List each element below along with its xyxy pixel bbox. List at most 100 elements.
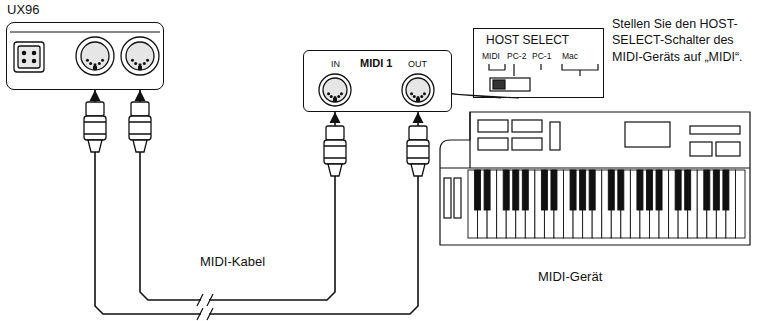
din-pins-part xyxy=(94,63,97,66)
din-port-part xyxy=(406,78,430,102)
din-port-part xyxy=(126,42,154,70)
midi-device: MIDI-Gerät xyxy=(438,112,752,246)
switch-position-label: MIDI xyxy=(482,52,500,62)
midi-plug-part xyxy=(411,164,425,176)
din-pins-part xyxy=(143,62,146,65)
cable-label: MIDI-Kabel xyxy=(198,254,267,269)
keyboard-keys-part xyxy=(646,170,652,210)
keyboard-part xyxy=(440,112,750,245)
din-pins-part xyxy=(413,95,416,98)
interface-box: UX96 xyxy=(6,22,164,90)
din-port-part xyxy=(76,37,114,75)
din-pins-part xyxy=(89,62,92,65)
keyboard-part xyxy=(478,120,508,132)
switch-position-label: PC-1 xyxy=(532,52,551,62)
midi-plug-part xyxy=(84,122,106,134)
midi-plug-part xyxy=(88,140,102,152)
mini-din-port xyxy=(14,42,44,72)
din-pins-part xyxy=(420,95,423,98)
keyboard-keys-part xyxy=(589,170,595,210)
keyboard xyxy=(440,112,750,245)
mini-din-port-part xyxy=(22,59,25,62)
keyboard-keys-part xyxy=(608,170,614,210)
node-heading: UX96 xyxy=(7,3,40,18)
keyboard-keys-part xyxy=(484,170,490,210)
din-pins-part xyxy=(93,66,97,70)
keyboard-part xyxy=(512,120,542,132)
mini-din-port-part xyxy=(18,46,40,68)
midi-cable xyxy=(95,90,418,314)
keyboard-keys-part xyxy=(570,170,576,210)
din-pins-part xyxy=(333,98,337,102)
mini-din-port-part xyxy=(32,59,35,62)
midi-plug-part xyxy=(326,126,344,140)
midi-port-panel: IN MIDI 1 OUT xyxy=(303,50,452,112)
switch-position-label: OUT xyxy=(408,59,427,69)
midi-plug-part xyxy=(407,146,429,158)
din-port-part xyxy=(81,42,109,70)
keyboard-keys-part xyxy=(522,170,528,210)
node-heading: IN xyxy=(331,59,340,69)
midi-plug-part xyxy=(129,122,151,134)
keyboard-keys-part xyxy=(675,170,681,210)
din-port xyxy=(76,37,434,106)
din-pins-part xyxy=(138,66,142,70)
ux96-top-band xyxy=(10,31,160,32)
din-pins-part xyxy=(416,98,420,102)
din-pins-part xyxy=(131,59,134,62)
din-pins-part xyxy=(86,59,89,62)
midi-plug-part xyxy=(86,102,104,116)
din-pins-part xyxy=(337,95,340,98)
midi-cable xyxy=(140,90,335,300)
keyboard-part xyxy=(454,178,461,218)
host-select-switch-part xyxy=(489,64,598,76)
midi-plug-part xyxy=(84,116,106,140)
keyboard-part xyxy=(440,112,750,168)
keyboard-keys-part xyxy=(685,170,691,210)
din-pins-part xyxy=(423,92,426,95)
midi-plug-part xyxy=(133,140,147,152)
midi-plug-part xyxy=(131,102,149,116)
keyboard-part xyxy=(690,126,740,134)
host-select-switch-part xyxy=(493,80,505,89)
host-select-switch-part xyxy=(490,78,530,91)
din-port-part xyxy=(402,74,434,106)
keyboard-keys-part xyxy=(541,170,547,210)
din-pins-part xyxy=(146,59,149,62)
host-select-switch xyxy=(489,64,598,91)
switch-position-label: MIDI 1 xyxy=(360,57,392,70)
keyboard-part xyxy=(478,138,508,150)
keyboard-part xyxy=(716,142,740,156)
cable-break xyxy=(197,292,213,320)
node-heading: MIDI-Gerät xyxy=(538,270,602,285)
keyboard-part xyxy=(512,138,542,150)
midi-plug-part xyxy=(129,116,151,140)
mini-din-port-part xyxy=(22,51,25,54)
keyboard-keys-part xyxy=(637,170,643,210)
keyboard-keys-part xyxy=(513,170,519,210)
keyboard-keys-part xyxy=(618,170,624,210)
din-pins-part xyxy=(330,95,333,98)
midi-plug-part xyxy=(407,140,429,164)
keyboard-keys-part xyxy=(475,170,481,210)
node-heading: HOST SELECT xyxy=(486,34,569,48)
din-pins-part xyxy=(101,59,104,62)
keyboard-keys xyxy=(468,170,745,238)
din-pins-part xyxy=(134,62,137,65)
din-pins-part xyxy=(327,92,330,95)
keyboard-keys-part xyxy=(713,170,719,210)
keyboard-keys-part xyxy=(656,170,662,210)
keyboard-keys-part xyxy=(580,170,586,210)
midi-plug xyxy=(84,102,429,176)
keyboard-part xyxy=(625,122,670,147)
keyboard-part xyxy=(550,122,560,150)
din-port-part xyxy=(319,74,351,106)
switch-position-label: Mac xyxy=(562,52,578,62)
din-pins-part xyxy=(410,92,413,95)
instruction-note: Stellen Sie den HOST-SELECT-Schalter des… xyxy=(612,16,754,65)
cable-break-part xyxy=(197,294,213,320)
midi-plug-part xyxy=(324,140,346,164)
midi-plug-part xyxy=(409,126,427,140)
